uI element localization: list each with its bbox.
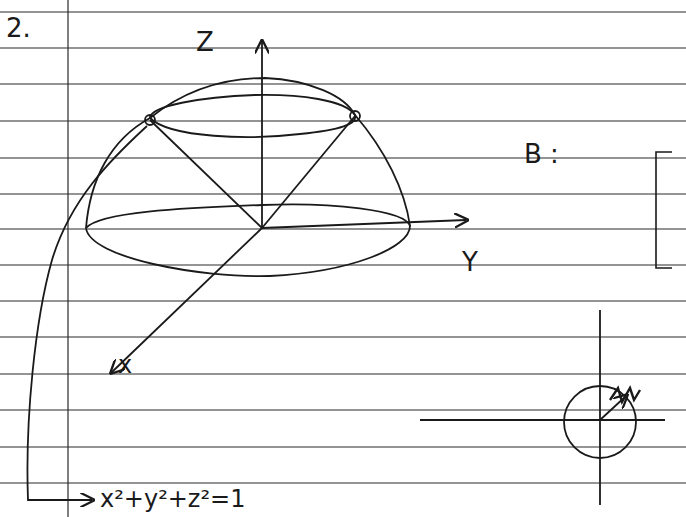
sphere-drawing (27, 42, 466, 500)
axis-label: Y (462, 248, 478, 277)
axis-label: Z (196, 28, 214, 57)
part-label: B : (524, 140, 559, 169)
equation: x²+y²+z²=1 (100, 486, 245, 512)
small-circle-axes (420, 310, 665, 505)
bracket (656, 152, 672, 268)
axis-label: x (118, 352, 132, 378)
problem-number: 2. (6, 14, 31, 43)
